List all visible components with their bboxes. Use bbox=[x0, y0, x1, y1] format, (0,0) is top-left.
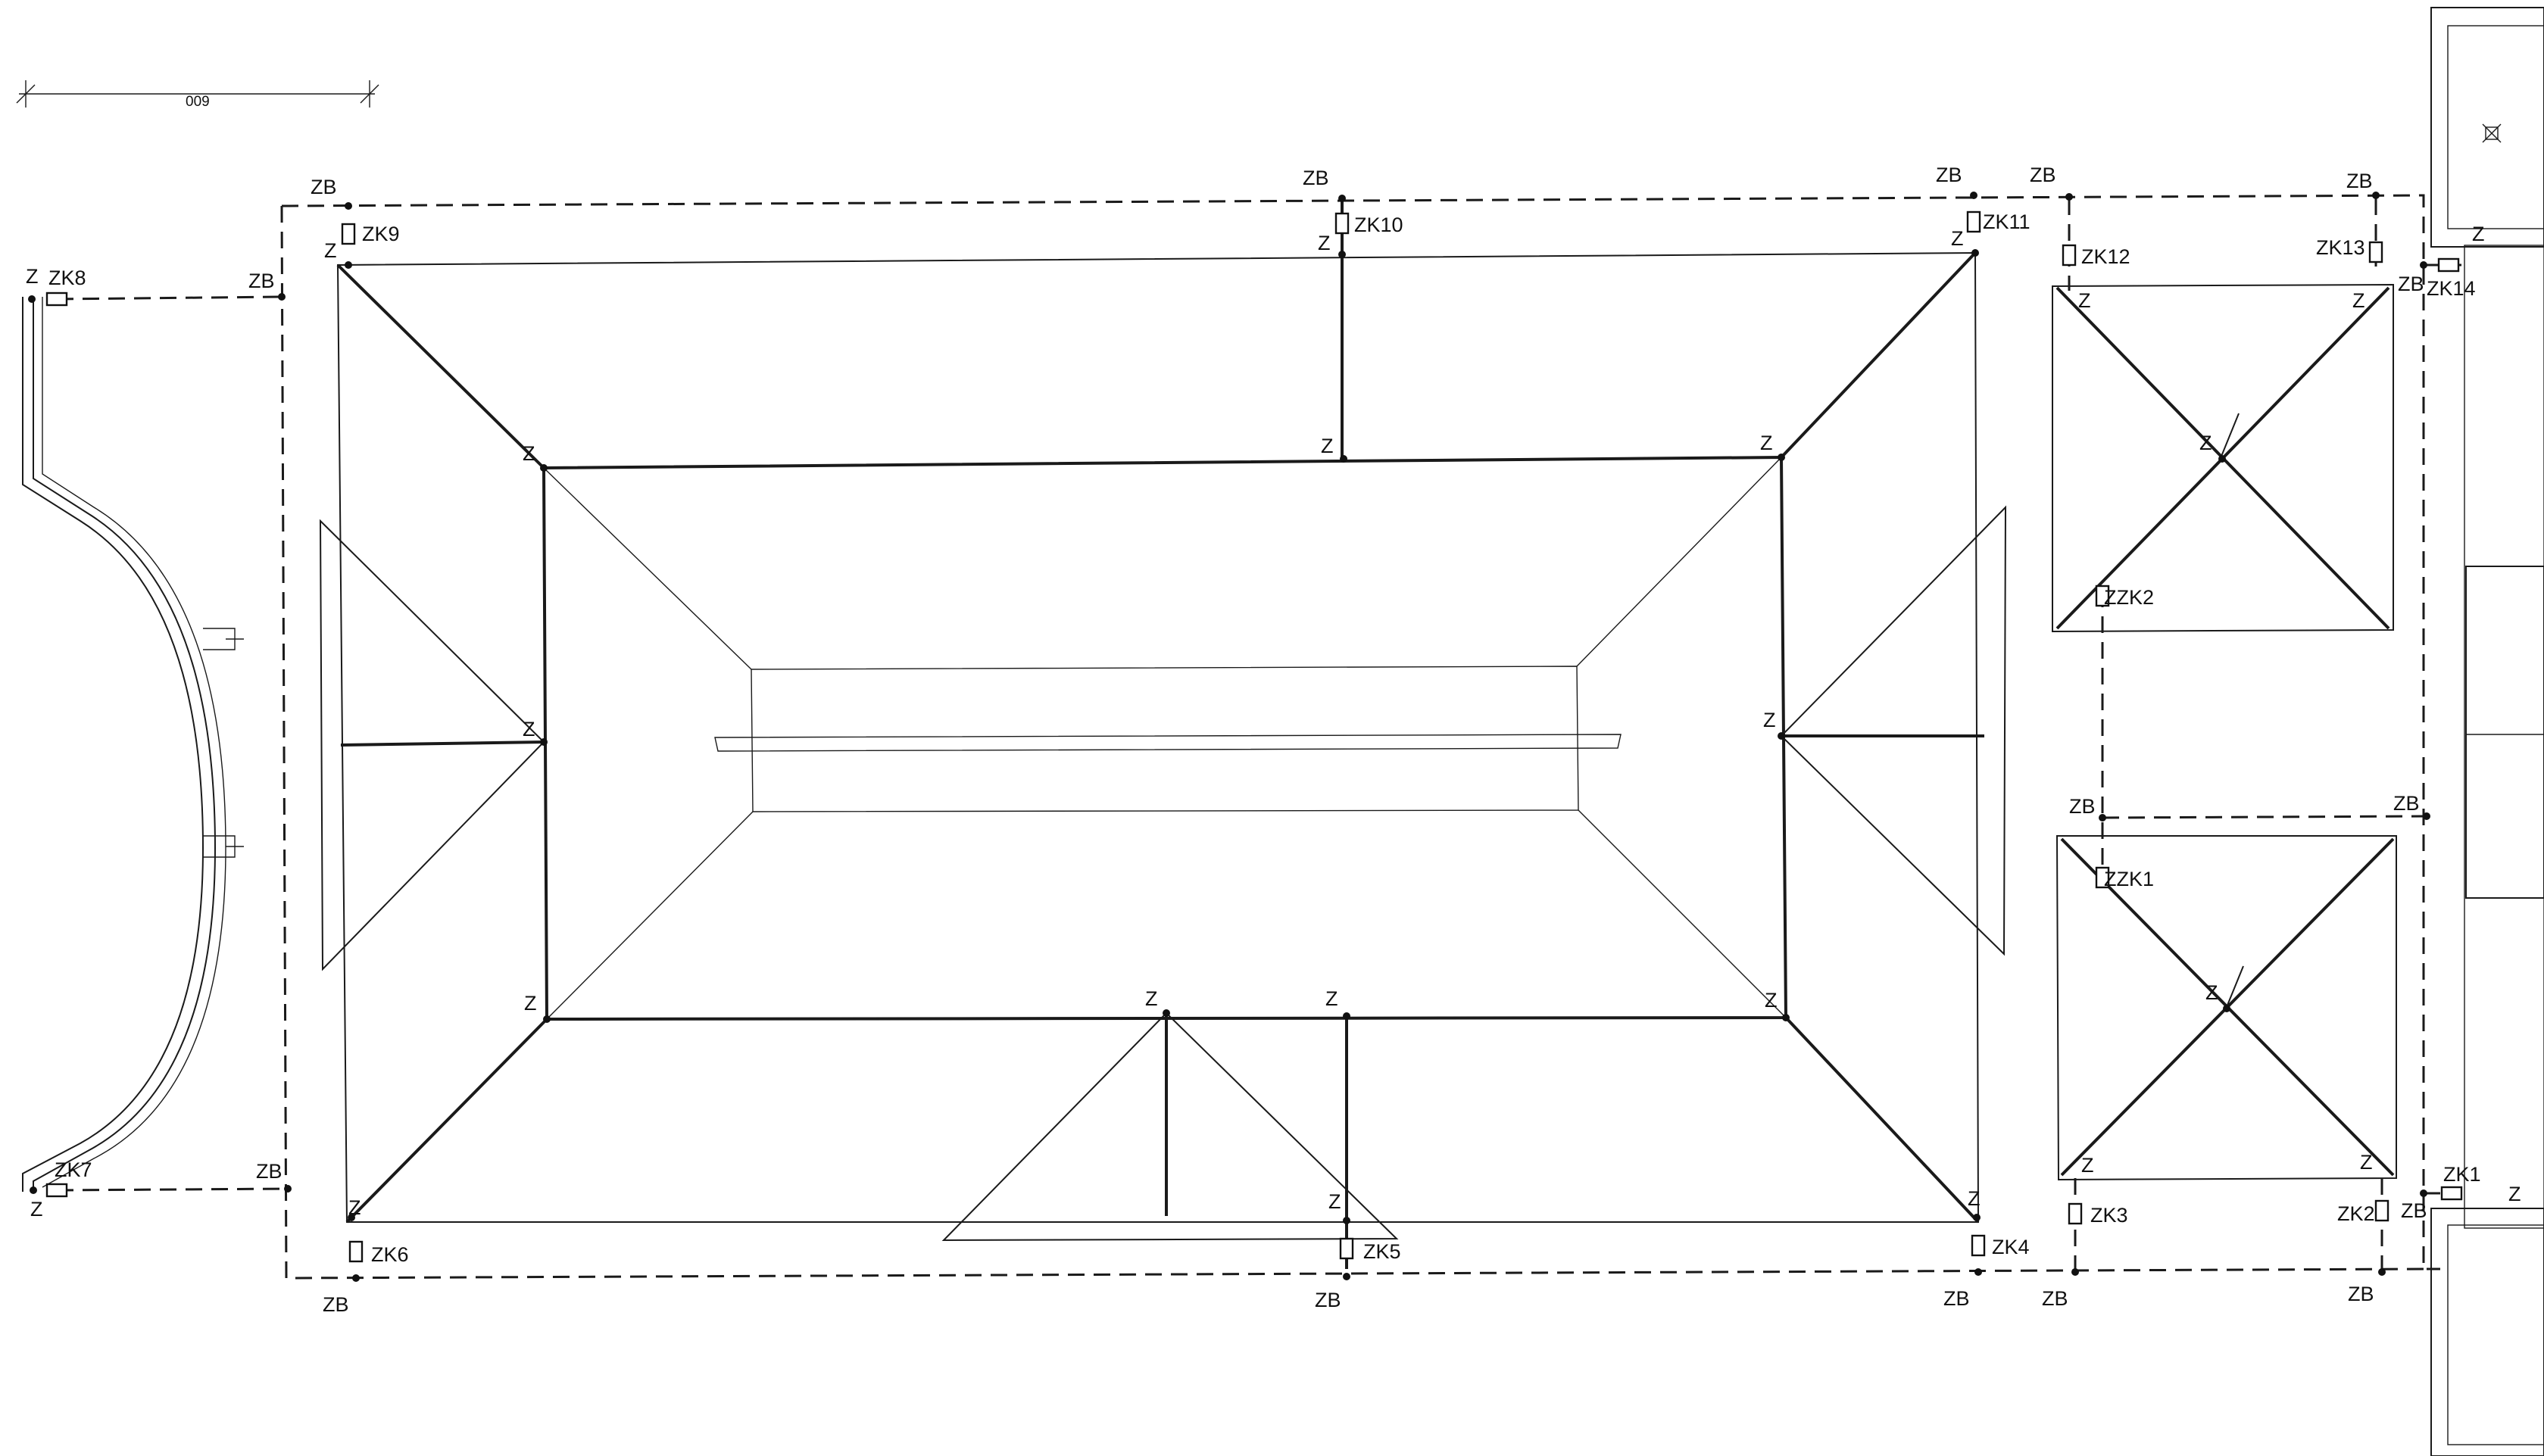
z-label: Z bbox=[2081, 1154, 2094, 1177]
zb-labels: ZB ZB ZB ZB ZB ZB ZB ZB ZB ZB ZB ZB ZB Z… bbox=[248, 164, 2427, 1316]
zk11-label: ZK11 bbox=[1983, 210, 2031, 233]
z-label: Z bbox=[1318, 232, 1331, 254]
z-label: Z bbox=[1321, 435, 1334, 457]
zb-label: ZB bbox=[1303, 167, 1329, 189]
zk10-label: ZK10 bbox=[1354, 214, 1403, 236]
z-label: Z bbox=[30, 1198, 43, 1221]
zb-label: ZB bbox=[2030, 164, 2056, 186]
zb-label: ZB bbox=[2346, 170, 2373, 192]
zb-label: ZB bbox=[2042, 1287, 2068, 1310]
zk14-label: ZK14 bbox=[2427, 277, 2476, 300]
zzk2-label: ZZK2 bbox=[2104, 586, 2154, 609]
z-label: Z bbox=[524, 992, 537, 1015]
z-label: Z bbox=[2360, 1151, 2373, 1174]
zb-label: ZB bbox=[323, 1293, 349, 1316]
zb-label: ZB bbox=[2348, 1283, 2374, 1305]
zk2-label: ZK2 bbox=[2337, 1202, 2375, 1225]
z-label: Z bbox=[1328, 1190, 1341, 1213]
z-label: Z bbox=[348, 1196, 361, 1219]
scale-bar-label: 009 bbox=[186, 94, 210, 110]
z-label: Z bbox=[2352, 289, 2365, 312]
dashed-connections bbox=[56, 194, 2461, 1280]
z-label: Z bbox=[26, 265, 39, 288]
zk13-label: ZK13 bbox=[2316, 236, 2365, 259]
nodes bbox=[28, 192, 2430, 1282]
zb-label: ZB bbox=[2069, 795, 2096, 818]
zk9-label: ZK9 bbox=[362, 223, 400, 245]
zzk1-label: ZZK1 bbox=[2104, 868, 2154, 890]
zb-label: ZB bbox=[1315, 1289, 1341, 1311]
zb-label: ZB bbox=[248, 270, 275, 292]
main-roof bbox=[319, 197, 2007, 1269]
zk12-label: ZK12 bbox=[2081, 245, 2130, 268]
zk7-label: ZK7 bbox=[55, 1158, 92, 1181]
z-label: Z bbox=[2078, 289, 2091, 312]
z-label: Z bbox=[2508, 1183, 2521, 1205]
connector-symbols bbox=[45, 210, 2463, 1263]
z-label: Z bbox=[523, 718, 535, 740]
z-label: Z bbox=[1968, 1187, 1981, 1210]
zb-label: ZB bbox=[311, 176, 337, 198]
z-label: Z bbox=[1760, 432, 1773, 454]
z-label: Z bbox=[2205, 981, 2218, 1004]
zk1-label: ZK1 bbox=[2443, 1163, 2481, 1186]
z-label: Z bbox=[1951, 227, 1964, 250]
zk8-label: ZK8 bbox=[48, 267, 86, 289]
zb-label: ZB bbox=[2393, 792, 2420, 815]
z-label: Z bbox=[324, 239, 337, 262]
right-edge-structure bbox=[2430, 7, 2544, 1456]
z-label: Z bbox=[1763, 709, 1776, 731]
z-label: Z bbox=[523, 442, 535, 465]
connector-labels: ZK1 ZK2 ZK3 ZK4 ZK5 ZK6 ZK7 ZK8 ZK9 ZK10… bbox=[48, 210, 2481, 1266]
z-label: Z bbox=[1145, 987, 1158, 1010]
z-label: Z bbox=[1325, 987, 1338, 1010]
zb-label: ZB bbox=[2398, 273, 2424, 295]
scale-bar: 009 bbox=[16, 80, 379, 110]
zb-label: ZB bbox=[1936, 164, 1962, 186]
zb-label: ZB bbox=[1943, 1287, 1970, 1310]
z-labels: Z Z Z Z Z Z Z Z Z Z Z Z Z Z Z Z Z Z Z Z … bbox=[26, 223, 2521, 1221]
zk4-label: ZK4 bbox=[1992, 1236, 2030, 1258]
z-label: Z bbox=[1765, 989, 1778, 1012]
zk3-label: ZK3 bbox=[2090, 1204, 2128, 1227]
z-label: Z bbox=[2199, 432, 2212, 454]
zb-label: ZB bbox=[2401, 1199, 2427, 1222]
zk5-label: ZK5 bbox=[1363, 1240, 1401, 1263]
zb-label: ZB bbox=[256, 1160, 282, 1183]
z-label: Z bbox=[2472, 223, 2485, 245]
zk6-label: ZK6 bbox=[371, 1243, 409, 1266]
curved-wall bbox=[22, 297, 244, 1192]
